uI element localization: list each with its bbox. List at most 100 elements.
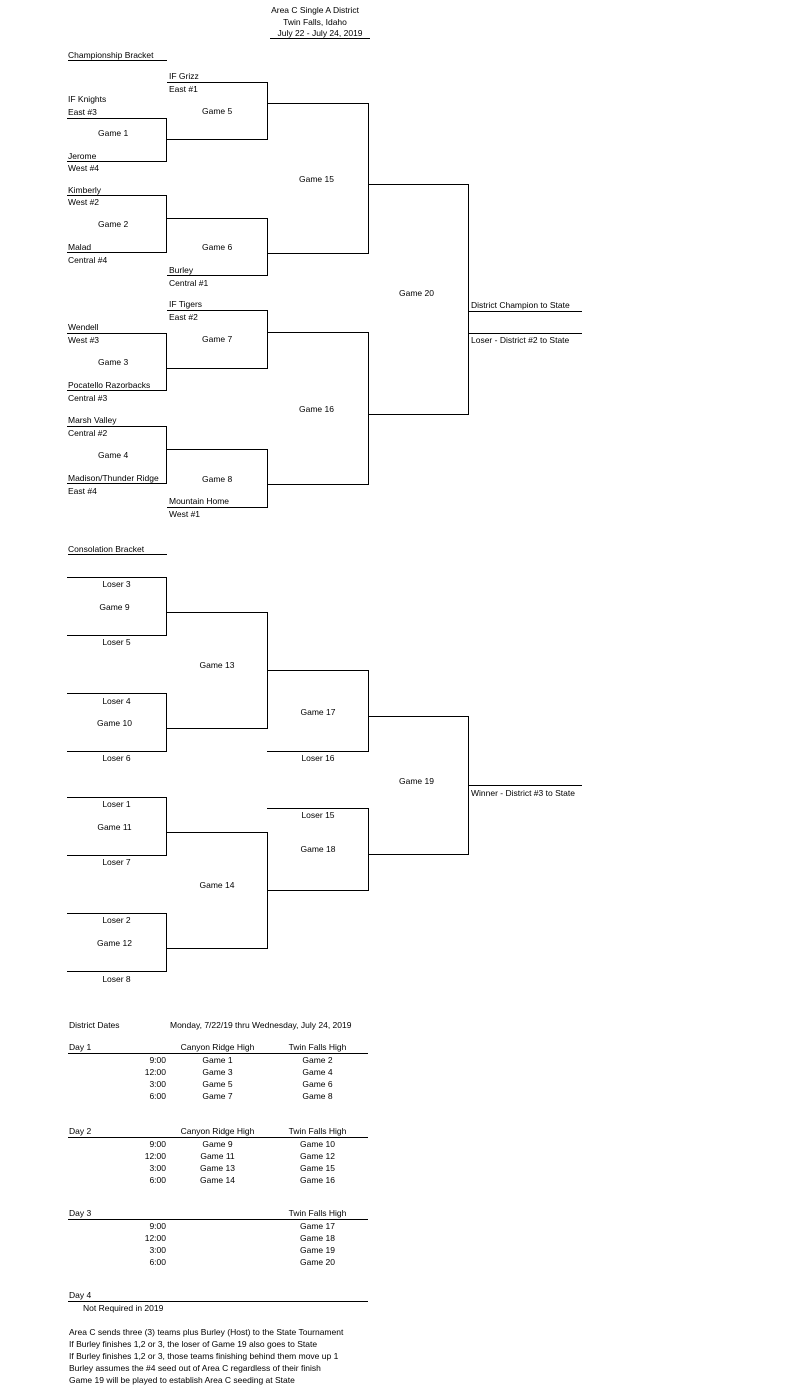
bracket-line <box>67 390 167 391</box>
loser-label: Loser 16 <box>301 753 335 763</box>
bracket-line <box>368 414 469 415</box>
bracket-line <box>67 426 167 427</box>
bracket-line <box>167 507 268 508</box>
tournament-dates: July 22 - July 24, 2019 <box>270 28 370 39</box>
championship-label: Championship Bracket <box>68 50 167 61</box>
team-seed: Central #3 <box>68 393 108 403</box>
bracket-line <box>368 103 369 253</box>
bracket-line <box>368 184 469 185</box>
team-seed: West #3 <box>68 335 100 345</box>
champion-line <box>468 311 582 312</box>
schedule-label: District Dates <box>69 1020 120 1030</box>
bracket-line <box>167 728 268 729</box>
schedule-cell: Game 20 <box>300 1257 335 1267</box>
day-label: Day 3 <box>69 1208 92 1218</box>
team-seed: Central #4 <box>68 255 108 265</box>
bracket-line <box>67 797 167 798</box>
tournament-title: Area C Single A District <box>271 5 359 15</box>
bracket-line <box>468 184 469 414</box>
bracket-line <box>368 808 369 890</box>
bracket-line <box>167 368 268 369</box>
schedule-cell: Game 14 <box>200 1175 235 1185</box>
team-name: Pocatello Razorbacks <box>68 380 151 390</box>
venue-header: Twin Falls High <box>288 1126 347 1136</box>
schedule-cell: Game 10 <box>300 1139 335 1149</box>
bracket-line <box>267 218 268 275</box>
loser-label: Loser 1 <box>102 799 131 809</box>
bracket-line <box>67 913 167 914</box>
bracket-line <box>67 751 167 752</box>
champion-label: District Champion to State <box>471 300 570 310</box>
bracket-line <box>166 118 167 161</box>
team-name: IF Grizz <box>169 71 199 81</box>
bracket-line <box>166 693 167 751</box>
schedule-cell: Game 3 <box>202 1067 233 1077</box>
bracket-line <box>67 855 167 856</box>
game-label: Game 3 <box>98 357 129 367</box>
tournament-location: Twin Falls, Idaho <box>283 17 347 27</box>
bracket-line <box>67 252 167 253</box>
bracket-line <box>67 333 167 334</box>
game-label: Game 13 <box>199 660 235 670</box>
bracket-line <box>67 195 167 196</box>
note-line: If Burley finishes 1,2 or 3, the loser o… <box>69 1339 318 1349</box>
bracket-line <box>67 971 167 972</box>
game-label: Game 7 <box>202 334 233 344</box>
loser-label: Loser 3 <box>102 579 131 589</box>
schedule-cell: Game 5 <box>202 1079 233 1089</box>
game-label: Game 15 <box>299 174 334 184</box>
note-line: Burley assumes the #4 seed out of Area C… <box>69 1363 321 1373</box>
team-seed: East #2 <box>169 312 198 322</box>
team-seed: West #4 <box>68 163 100 173</box>
note-line: Game 19 will be played to establish Area… <box>69 1375 295 1385</box>
bracket-line <box>267 310 268 368</box>
bracket-line <box>166 195 167 252</box>
bracket-line <box>368 716 469 717</box>
game-label: Game 4 <box>98 450 129 460</box>
runner-up-line <box>468 333 582 334</box>
winner-line <box>468 785 582 786</box>
row-divider <box>68 1301 368 1302</box>
time-label: 9:00 <box>149 1055 166 1065</box>
loser-label: Loser 6 <box>102 753 131 763</box>
game-label: Game 11 <box>97 822 132 832</box>
note-line: Area C sends three (3) teams plus Burley… <box>69 1327 344 1337</box>
loser-label: Loser 8 <box>102 974 131 984</box>
loser-label: Loser 5 <box>102 637 131 647</box>
schedule-cell: Game 8 <box>302 1091 333 1101</box>
bracket-line <box>167 612 268 613</box>
team-name: Jerome <box>68 151 97 161</box>
game-label: Game 12 <box>97 938 132 948</box>
team-name: Malad <box>68 242 92 252</box>
bracket-line <box>267 332 369 333</box>
bracket-line <box>167 82 268 83</box>
bracket-line <box>166 333 167 390</box>
loser-label: Loser 7 <box>102 857 131 867</box>
bracket-line <box>267 253 369 254</box>
game-label: Game 5 <box>202 106 233 116</box>
row-divider <box>68 1053 368 1054</box>
bracket-line <box>167 218 268 219</box>
note-line: If Burley finishes 1,2 or 3, those teams… <box>69 1351 339 1361</box>
game-label: Game 20 <box>399 288 434 298</box>
bracket-line <box>368 854 469 855</box>
game-label: Game 1 <box>98 128 129 138</box>
time-label: 6:00 <box>149 1091 166 1101</box>
team-name: Mountain Home <box>169 496 230 506</box>
schedule-cell: Game 11 <box>200 1151 235 1161</box>
bracket-line <box>267 670 369 671</box>
team-name: IF Tigers <box>169 299 203 309</box>
schedule-cell: Game 2 <box>302 1055 333 1065</box>
bracket-line <box>167 139 268 140</box>
schedule-range: Monday, 7/22/19 thru Wednesday, July 24,… <box>170 1020 352 1030</box>
bracket-line <box>167 449 268 450</box>
game-label: Game 10 <box>97 718 132 728</box>
time-label: 12:00 <box>144 1233 166 1243</box>
schedule-cell: Game 9 <box>202 1139 233 1149</box>
game-label: Game 2 <box>98 219 129 229</box>
venue-header: Twin Falls High <box>288 1208 347 1218</box>
schedule-cell: Game 16 <box>300 1175 335 1185</box>
bracket-line <box>167 948 268 949</box>
bracket-line <box>267 449 268 507</box>
loser-label: Loser 2 <box>102 915 131 925</box>
